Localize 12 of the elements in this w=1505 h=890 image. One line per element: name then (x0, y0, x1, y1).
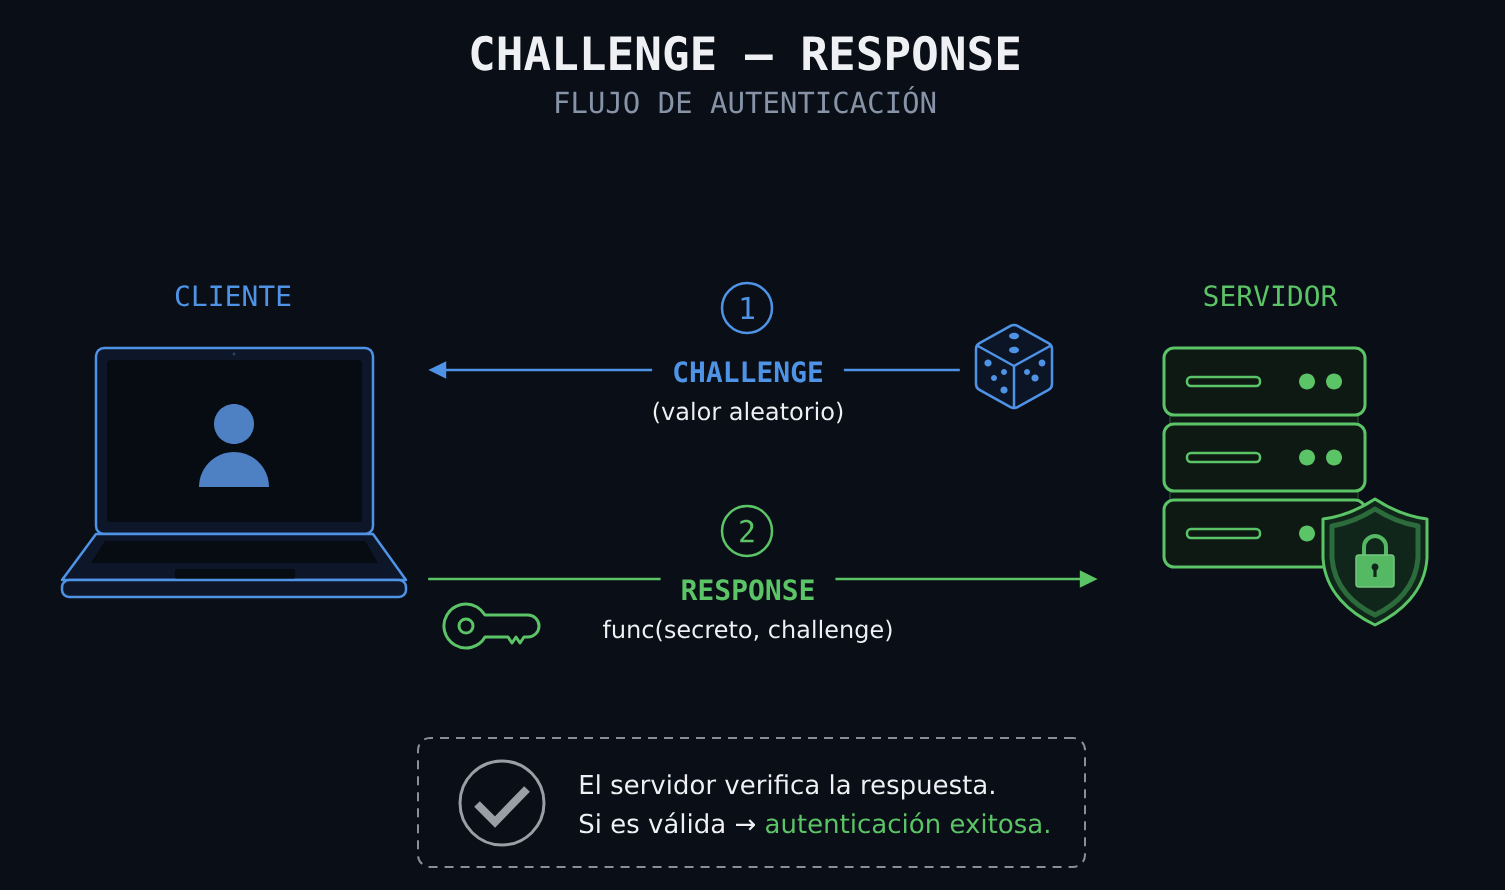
heading: SERVIDOR (1204, 285, 1338, 307)
step-number: 2 (720, 504, 774, 558)
dice-icon (974, 323, 1054, 410)
edge-label: CHALLENGE (652, 357, 844, 387)
title: CHALLENGE – RESPONSE (471, 35, 1019, 71)
step-number: 1 (720, 281, 774, 335)
note-box: El servidor verifica la respuesta. Si es válida → autenticación exitosa. (417, 737, 1086, 868)
heading: CLIENTE (175, 285, 291, 307)
edge-caption: func(secreto, challenge) (603, 619, 892, 643)
subtitle: FLUJO DE AUTENTICACIÓN (556, 86, 936, 114)
edge-label: RESPONSE (660, 575, 836, 605)
edge-caption: (valor aleatorio) (653, 401, 843, 424)
